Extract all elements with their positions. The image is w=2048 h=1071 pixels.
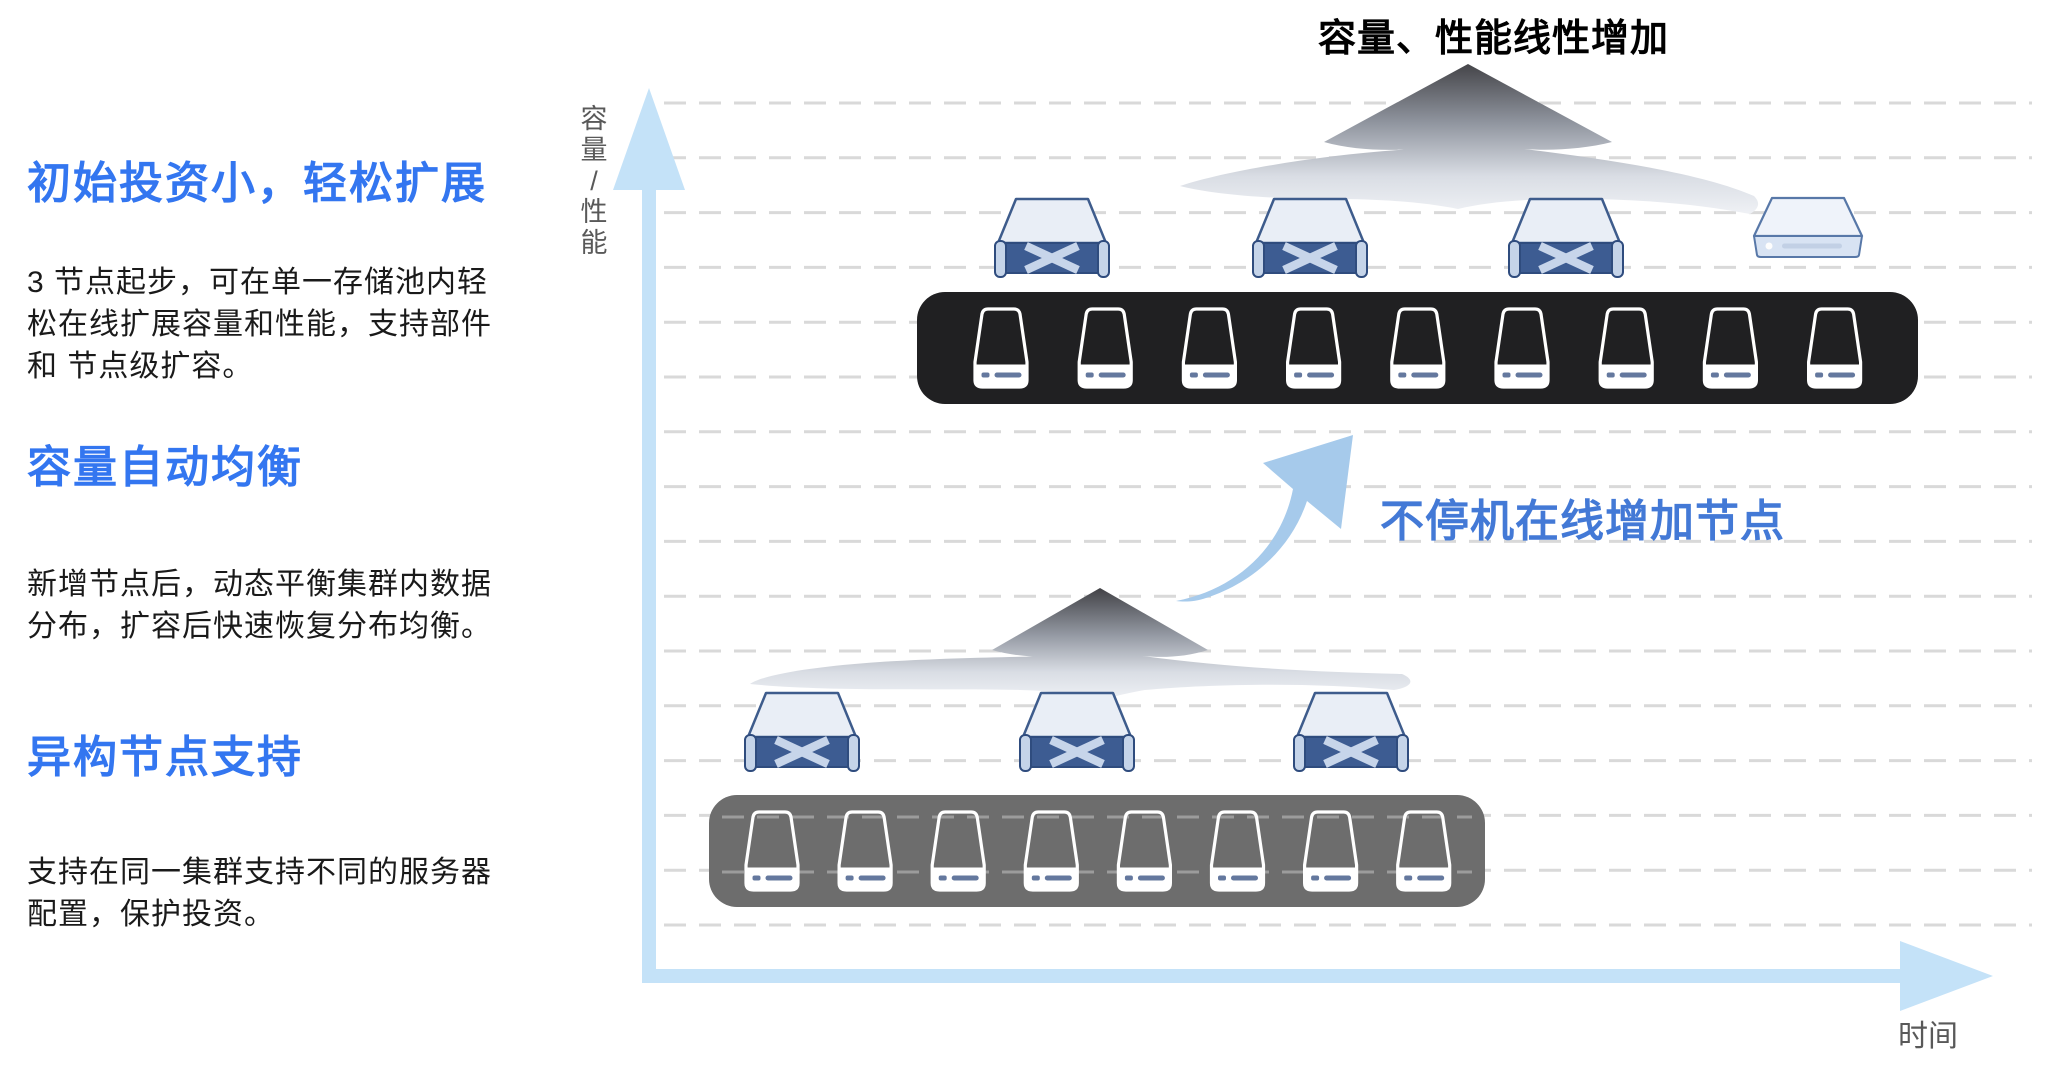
feature-title-auto-balance: 容量自动均衡 — [27, 443, 303, 492]
server-node-icon — [1020, 693, 1134, 771]
axes — [613, 88, 1993, 1011]
feature-body-heterogeneous-nodes: 支持在同一集群支持不同的服务器 配置，保护投资。 — [27, 856, 492, 931]
initial-cluster-chassis — [709, 795, 1485, 907]
y-axis-label: 容量/性能 — [581, 104, 608, 258]
y-axis-arrowhead-icon — [613, 88, 685, 190]
server-node-icon — [1253, 199, 1367, 277]
y-axis-line — [642, 185, 656, 983]
x-axis-label: 时间 — [1898, 1020, 1958, 1053]
feature-body-auto-balance: 新增节点后，动态平衡集群内数据 分布，扩容后快速恢复分布均衡。 — [27, 568, 492, 643]
x-axis-arrowhead-icon — [1900, 941, 1993, 1011]
server-node-icon — [1294, 693, 1408, 771]
initial-growth-arrow — [750, 588, 1411, 702]
server-node-icon — [745, 693, 859, 771]
add-node-arrow — [1176, 435, 1353, 602]
server-node-icon — [1509, 199, 1623, 277]
x-axis-line — [642, 969, 1900, 983]
add-node-annotation: 不停机在线增加节点 — [1380, 497, 1785, 546]
gridlines — [664, 101, 2032, 927]
feature-body-easy-expansion: 3 节点起步，可在单一存储池内轻 松在线扩展容量和性能，支持部件 和 节点级扩容… — [27, 266, 492, 383]
feature-title-heterogeneous-nodes: 异构节点支持 — [27, 733, 303, 782]
chart-title: 容量、性能线性增加 — [1318, 18, 1669, 60]
linear-growth-arrow — [1180, 64, 1759, 214]
server-node-icon — [995, 199, 1109, 277]
heterogeneous-server-icon — [1752, 196, 1864, 259]
expanded-cluster-chassis — [917, 292, 1918, 404]
feature-title-easy-expansion: 初始投资小，轻松扩展 — [27, 159, 487, 208]
